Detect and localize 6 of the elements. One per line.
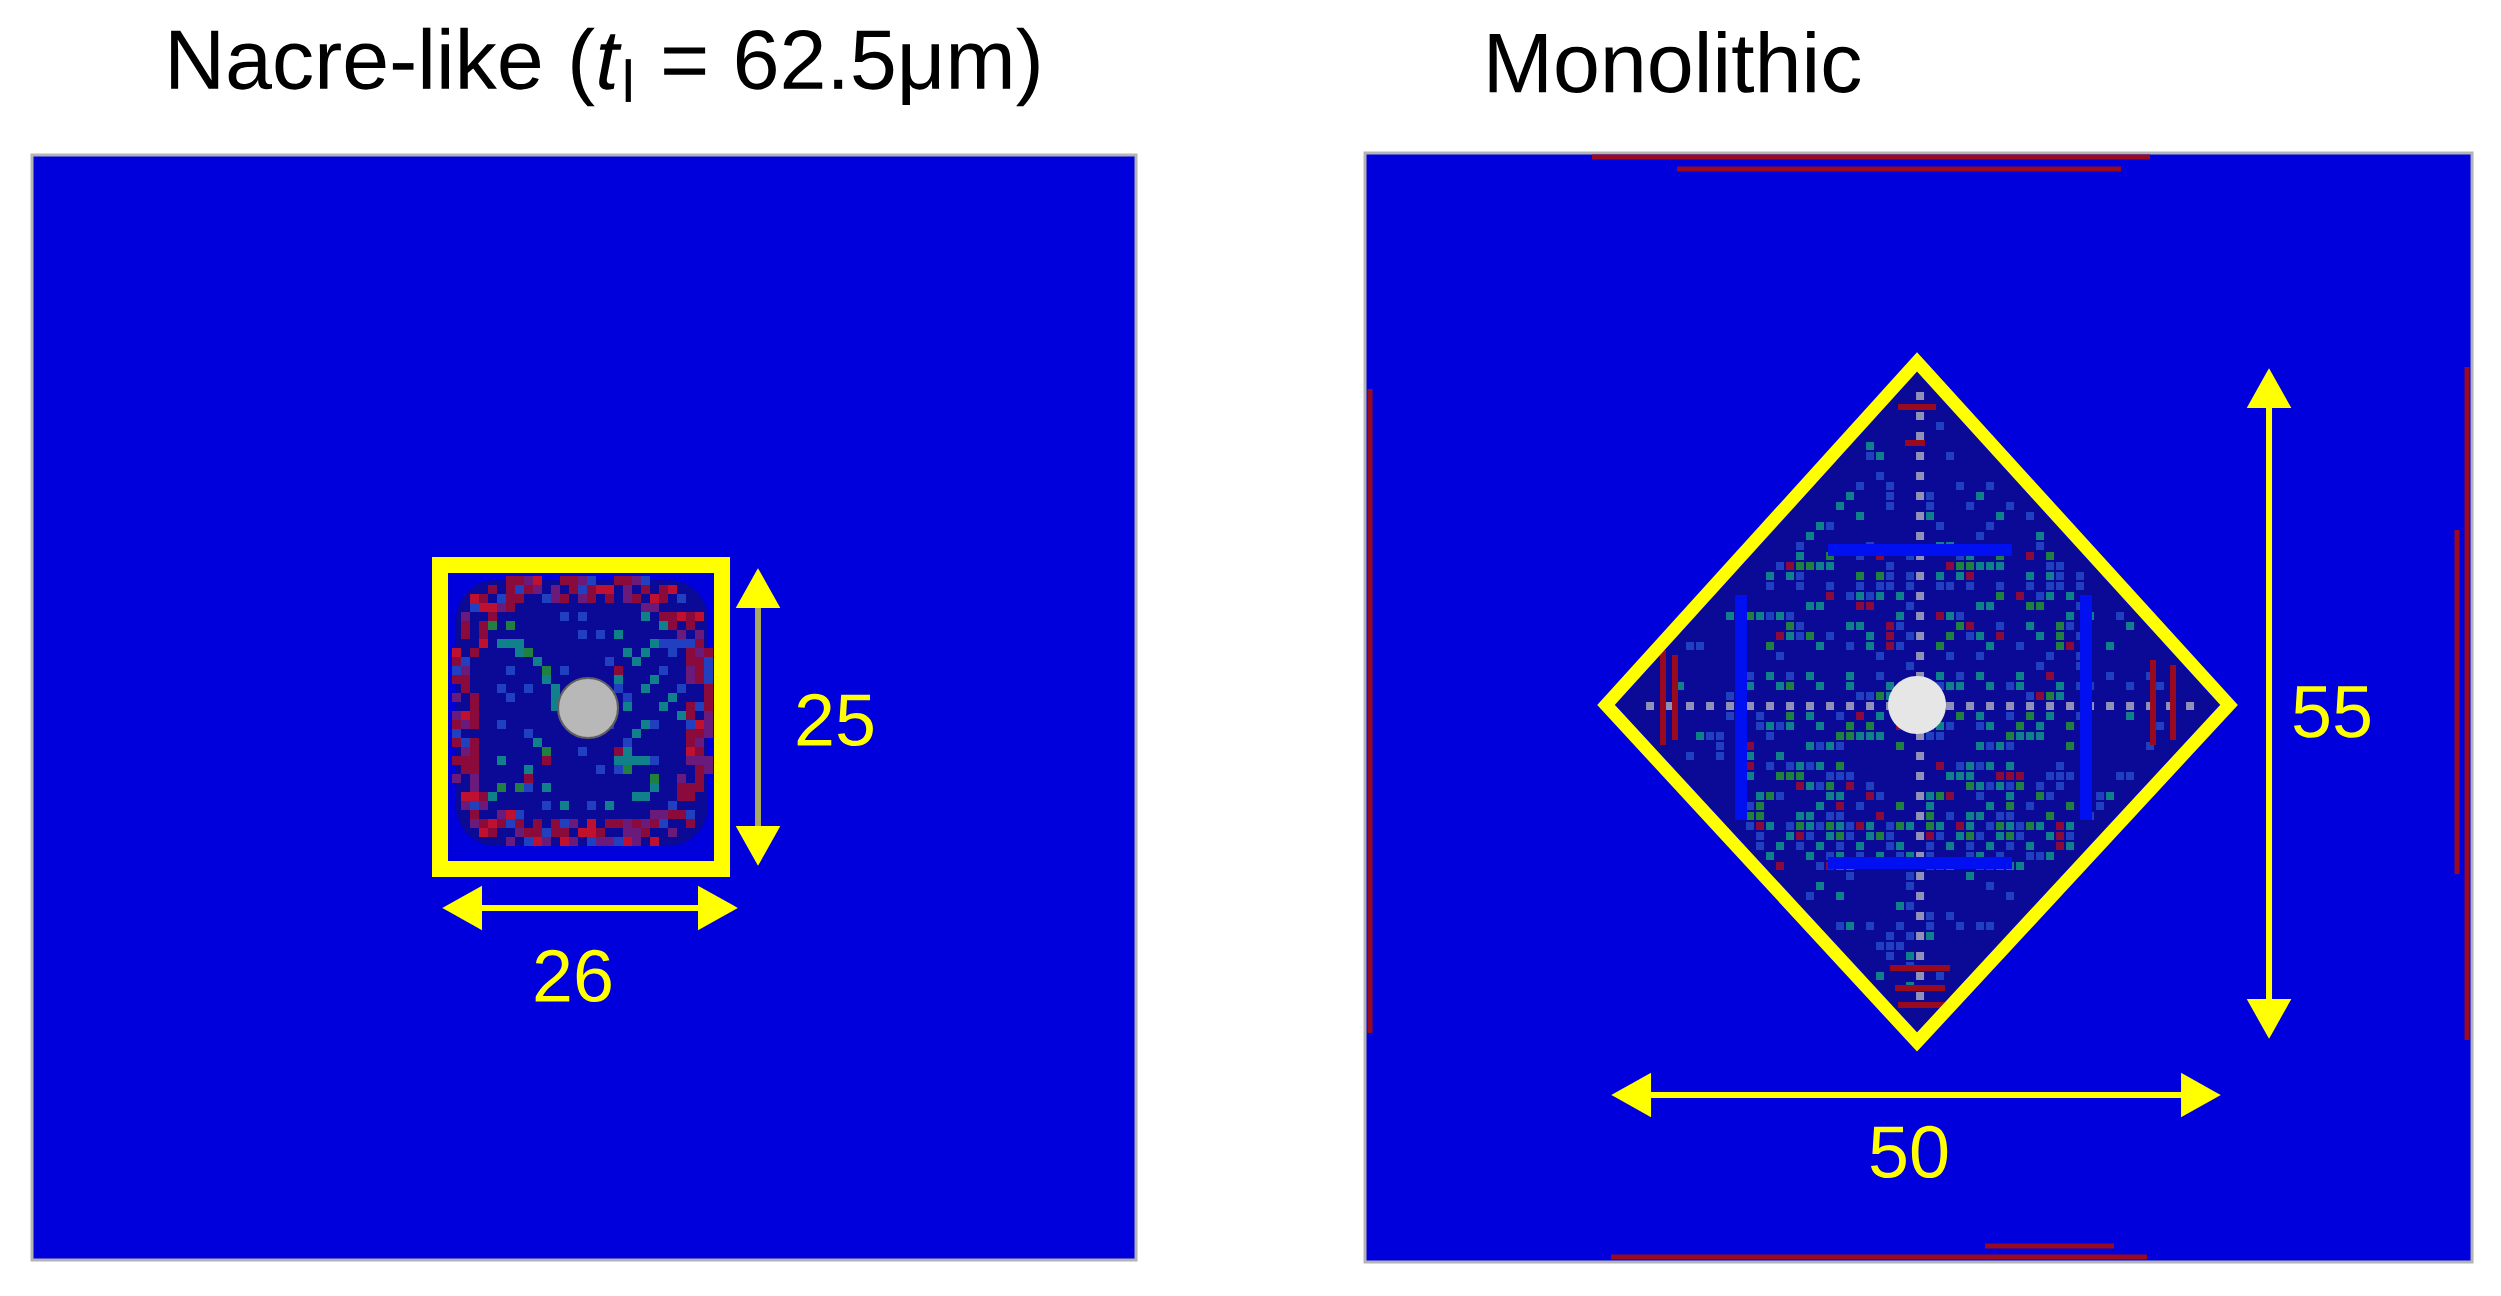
dimension-label: 55	[2293, 686, 2370, 738]
panel-title: Nacre-like (t$_{l}$ = 62.5μm)	[171, 27, 1039, 107]
dimension-label: 26	[535, 949, 611, 1003]
dimension-label: 25	[797, 693, 873, 747]
panel-title: Monolithic	[1489, 31, 1861, 93]
dimension-label: 50	[1870, 1125, 1948, 1179]
